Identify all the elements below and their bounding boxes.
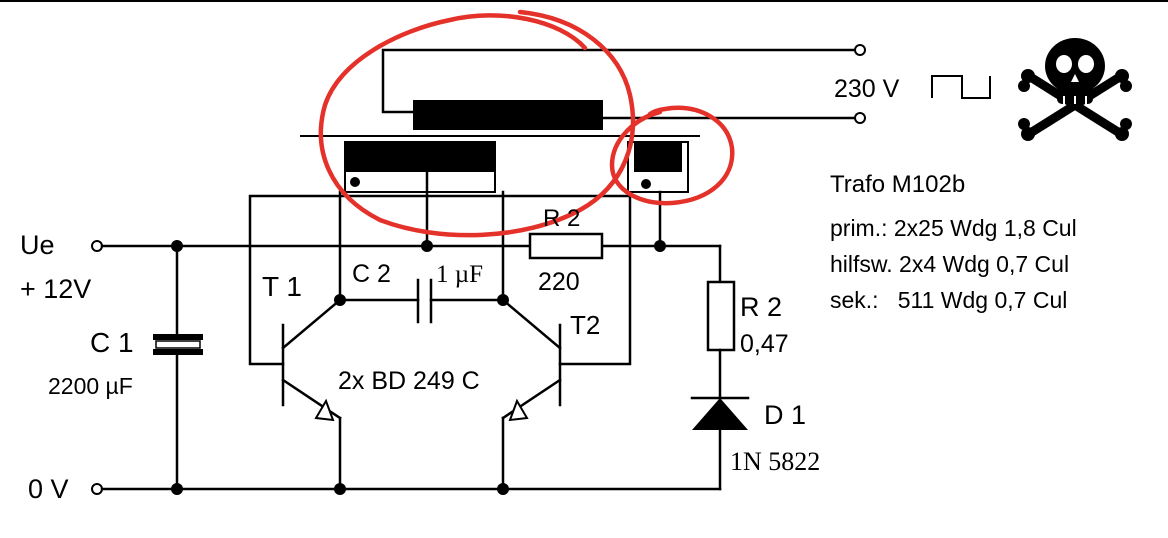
primary-dot [350, 177, 360, 187]
input-terminal-plus [91, 240, 103, 252]
input-terminal-ground [91, 483, 103, 495]
r2-top-name-label: R 2 [543, 205, 580, 232]
input-plus-label: Ue [20, 230, 55, 260]
transistor-t1 [281, 298, 342, 491]
square-wave-icon [931, 75, 991, 99]
diode-d1 [690, 396, 750, 491]
r2-side-value-label: 0,47 [740, 330, 789, 358]
capacitor-c1 [153, 244, 203, 491]
t2-name-label: T2 [570, 310, 600, 340]
ground-label: 0 V [28, 474, 69, 504]
c2-name-label: C 2 [352, 260, 391, 288]
secondary-winding [413, 100, 603, 130]
resistor-r2-top [528, 232, 604, 260]
trafo-line-sec: sek.: 511 Wdg 0,7 Cul [830, 287, 1067, 313]
c1-name-label: C 1 [90, 327, 134, 358]
trafo-line-prim: prim.: 2x25 Wdg 1,8 Cul [830, 215, 1077, 241]
output-terminal-bottom [854, 112, 866, 124]
aux-winding-core [634, 142, 682, 172]
annotation-circle-small [609, 105, 735, 206]
trafo-title: Trafo M102b [830, 171, 965, 198]
transformer [300, 100, 700, 193]
transistors-label: 2x BD 249 C [338, 367, 480, 395]
d1-value-label: 1N 5822 [730, 447, 820, 476]
output-voltage-label: 230 V [834, 75, 900, 103]
transistor-t2 [501, 298, 562, 491]
resistor-r2-side [706, 244, 736, 400]
r2-top-value-label: 220 [538, 268, 580, 296]
input-voltage-label: + 12V [20, 274, 91, 304]
t1-name-label: T 1 [262, 271, 302, 302]
trafo-line-aux: hilfsw. 2x4 Wdg 0,7 Cul [830, 251, 1069, 277]
skull-crossbones-icon [1018, 38, 1132, 141]
aux-dot [641, 179, 651, 189]
capacitor-c2 [338, 278, 505, 324]
primary-winding-core [345, 142, 495, 172]
c2-value-label: 1 µF [436, 261, 483, 288]
r2-side-name-label: R 2 [740, 292, 782, 322]
c1-value-label: 2200 µF [48, 373, 133, 399]
d1-name-label: D 1 [764, 400, 806, 430]
annotation-circle-large [318, 9, 636, 238]
output-terminal-top [854, 44, 866, 56]
